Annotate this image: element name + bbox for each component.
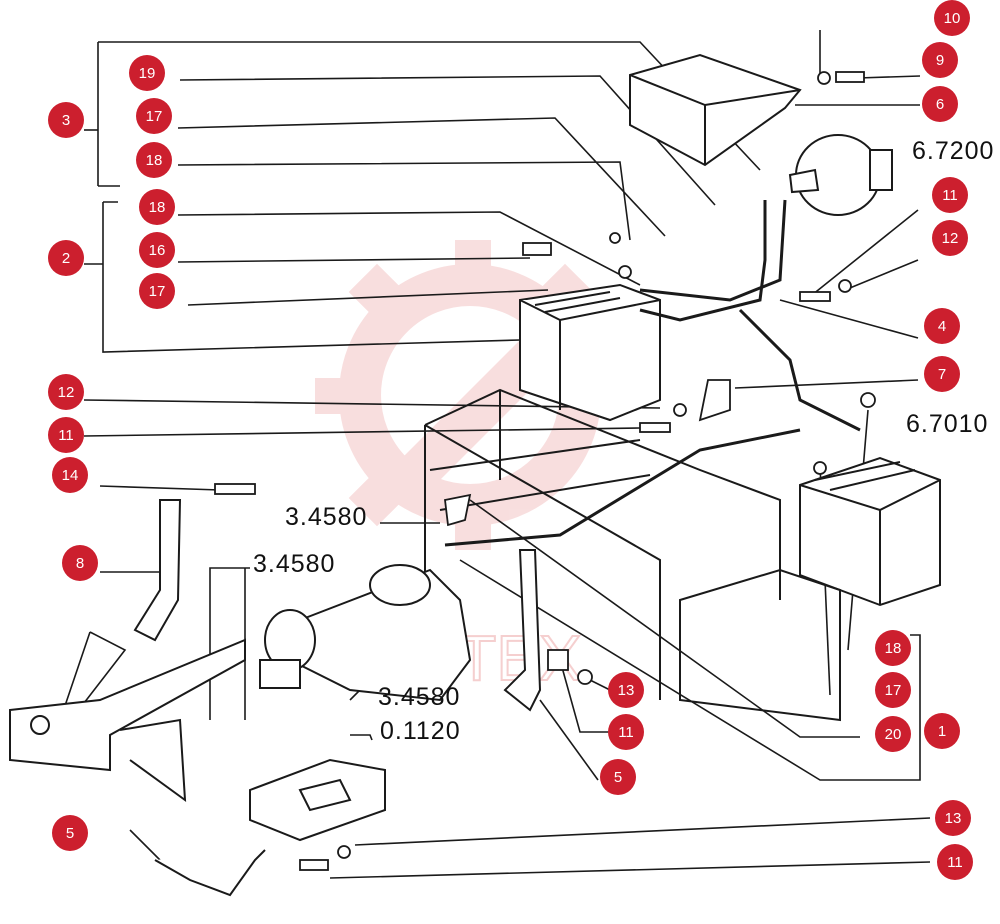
battery-tray-frame (424, 388, 841, 722)
callout-marker[interactable]: 11 (937, 844, 973, 880)
callout-marker[interactable]: 7 (924, 356, 960, 392)
callout-marker[interactable]: 12 (48, 374, 84, 410)
part-code-label: 6.7200 (912, 137, 995, 165)
callout-marker[interactable]: 5 (600, 759, 636, 795)
part-code-label: 3.4580 (253, 550, 336, 578)
callout-marker[interactable]: 13 (935, 800, 971, 836)
battery-cables (444, 199, 861, 547)
part-code-label: 3.4580 (285, 503, 368, 531)
callout-marker[interactable]: 13 (608, 672, 644, 708)
fasteners (214, 71, 876, 871)
callout-marker[interactable]: 14 (52, 457, 88, 493)
callout-marker[interactable]: 8 (62, 545, 98, 581)
callout-marker[interactable]: 17 (875, 672, 911, 708)
callout-marker[interactable]: 11 (48, 417, 84, 453)
callout-marker[interactable]: 9 (922, 42, 958, 78)
chassis-bracket (9, 638, 246, 803)
callout-marker[interactable]: 12 (932, 220, 968, 256)
part-code-label: 3.4580 (378, 683, 461, 711)
engine-mount (249, 758, 386, 842)
callout-marker[interactable]: 18 (139, 189, 175, 225)
callout-marker[interactable]: 16 (139, 232, 175, 268)
battery-upper (519, 283, 661, 422)
callout-marker[interactable]: 2 (48, 240, 84, 276)
callout-marker[interactable]: 20 (875, 716, 911, 752)
callout-marker[interactable]: 11 (932, 177, 968, 213)
ground-straps (133, 499, 542, 897)
callout-marker[interactable]: 1 (924, 713, 960, 749)
battery-cover (629, 53, 802, 167)
battery-lower (799, 456, 941, 607)
callout-marker[interactable]: 5 (52, 815, 88, 851)
callout-marker[interactable]: 18 (875, 630, 911, 666)
starter-motor (259, 564, 472, 702)
callout-marker[interactable]: 6 (922, 86, 958, 122)
callout-marker[interactable]: 4 (924, 308, 960, 344)
callout-marker[interactable]: 10 (934, 0, 970, 36)
part-code-label: 6.7010 (906, 410, 989, 438)
callout-marker[interactable]: 3 (48, 102, 84, 138)
relay-unit (788, 134, 893, 216)
callout-marker[interactable]: 17 (139, 273, 175, 309)
callout-marker[interactable]: 18 (136, 142, 172, 178)
part-code-label: 0.1120 (380, 717, 461, 745)
callout-marker[interactable]: 19 (129, 55, 165, 91)
callout-marker[interactable]: 11 (608, 714, 644, 750)
callout-marker[interactable]: 17 (136, 98, 172, 134)
